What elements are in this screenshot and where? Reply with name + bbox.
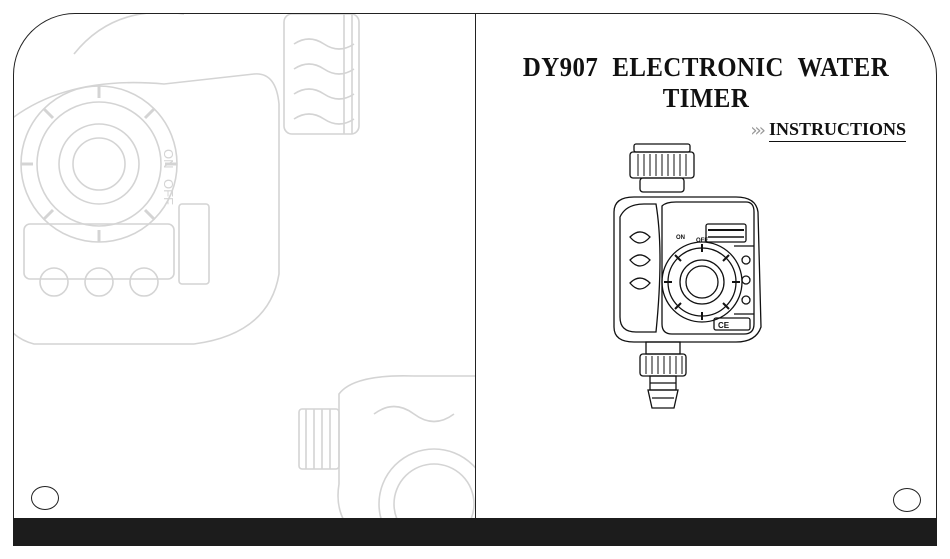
water-timer-illustration: ON OFF CE <box>606 142 776 412</box>
ghost-timer-illustration: ON OFF <box>14 14 475 533</box>
instructions-heading-wrap: ››› INSTRUCTIONS <box>750 119 906 142</box>
right-page: DY907 ELECTRONIC WATER TIMER ››› INSTRUC… <box>475 13 937 533</box>
binding-hole-left <box>31 486 59 510</box>
ghost-on-label: ON <box>161 149 176 169</box>
ghost-off-label: OFF <box>161 179 176 205</box>
binding-hole-right <box>893 488 921 512</box>
manual-title: DY907 ELECTRONIC WATER TIMER <box>494 52 917 114</box>
ce-mark: CE <box>718 321 730 330</box>
instructions-heading: INSTRUCTIONS <box>769 119 906 142</box>
device-off-label: OFF <box>696 238 708 244</box>
left-page: ON OFF <box>13 13 475 533</box>
bottom-black-band <box>13 518 937 546</box>
chevron-arrows-icon: ››› <box>750 122 763 142</box>
device-on-label: ON <box>676 235 685 241</box>
